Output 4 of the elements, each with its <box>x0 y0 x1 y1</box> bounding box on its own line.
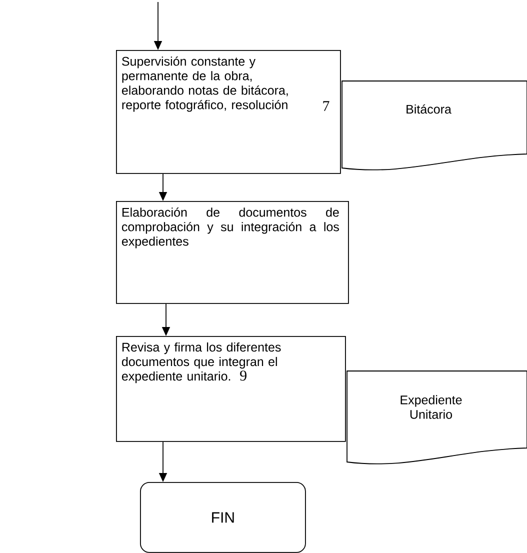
process-box: Elaboración de documentos de comprobación y su integración a los expedientes <box>116 201 349 304</box>
process-box: Revisa y firma los diferentes documentos que integran el expediente unitario. 9 <box>116 336 346 442</box>
terminal-box: FIN <box>140 482 306 553</box>
process-box: Supervisión constante y permanente de la obra, elaborando notas de bitácora, reporte fotográfico, resolución 7 <box>116 50 341 174</box>
